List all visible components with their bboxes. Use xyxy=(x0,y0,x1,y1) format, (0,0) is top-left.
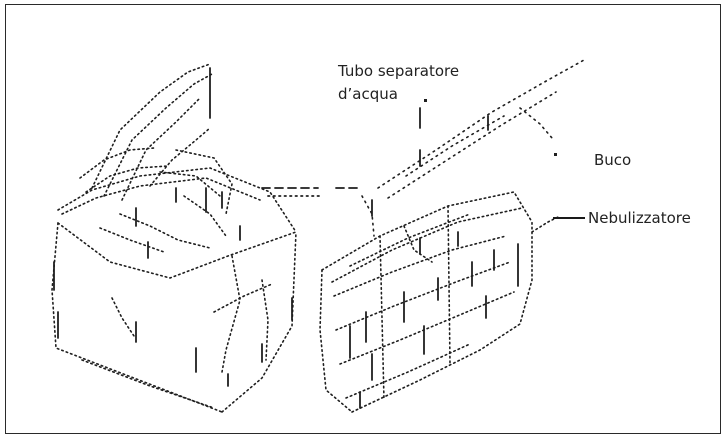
left-unit-accents xyxy=(53,67,293,387)
water-separator-label-line1: Tubo separatore xyxy=(338,62,460,80)
nebulizer-block xyxy=(319,191,561,413)
water-separator-accents xyxy=(419,107,489,167)
nebulizer-block-accents xyxy=(349,199,519,409)
left-unit xyxy=(51,63,297,413)
hole-label: Buco xyxy=(594,151,632,169)
connecting-tube xyxy=(261,187,361,197)
nebulizer-leader-line xyxy=(553,217,585,219)
hole-callout-dot xyxy=(554,153,557,156)
nebulizer-label: Nebulizzatore xyxy=(588,209,691,227)
water-separator-label-line2: d’acqua xyxy=(338,85,398,103)
water-separator-callout-dot xyxy=(424,99,427,102)
figure-frame xyxy=(5,4,721,434)
water-separator-tube xyxy=(361,59,585,237)
